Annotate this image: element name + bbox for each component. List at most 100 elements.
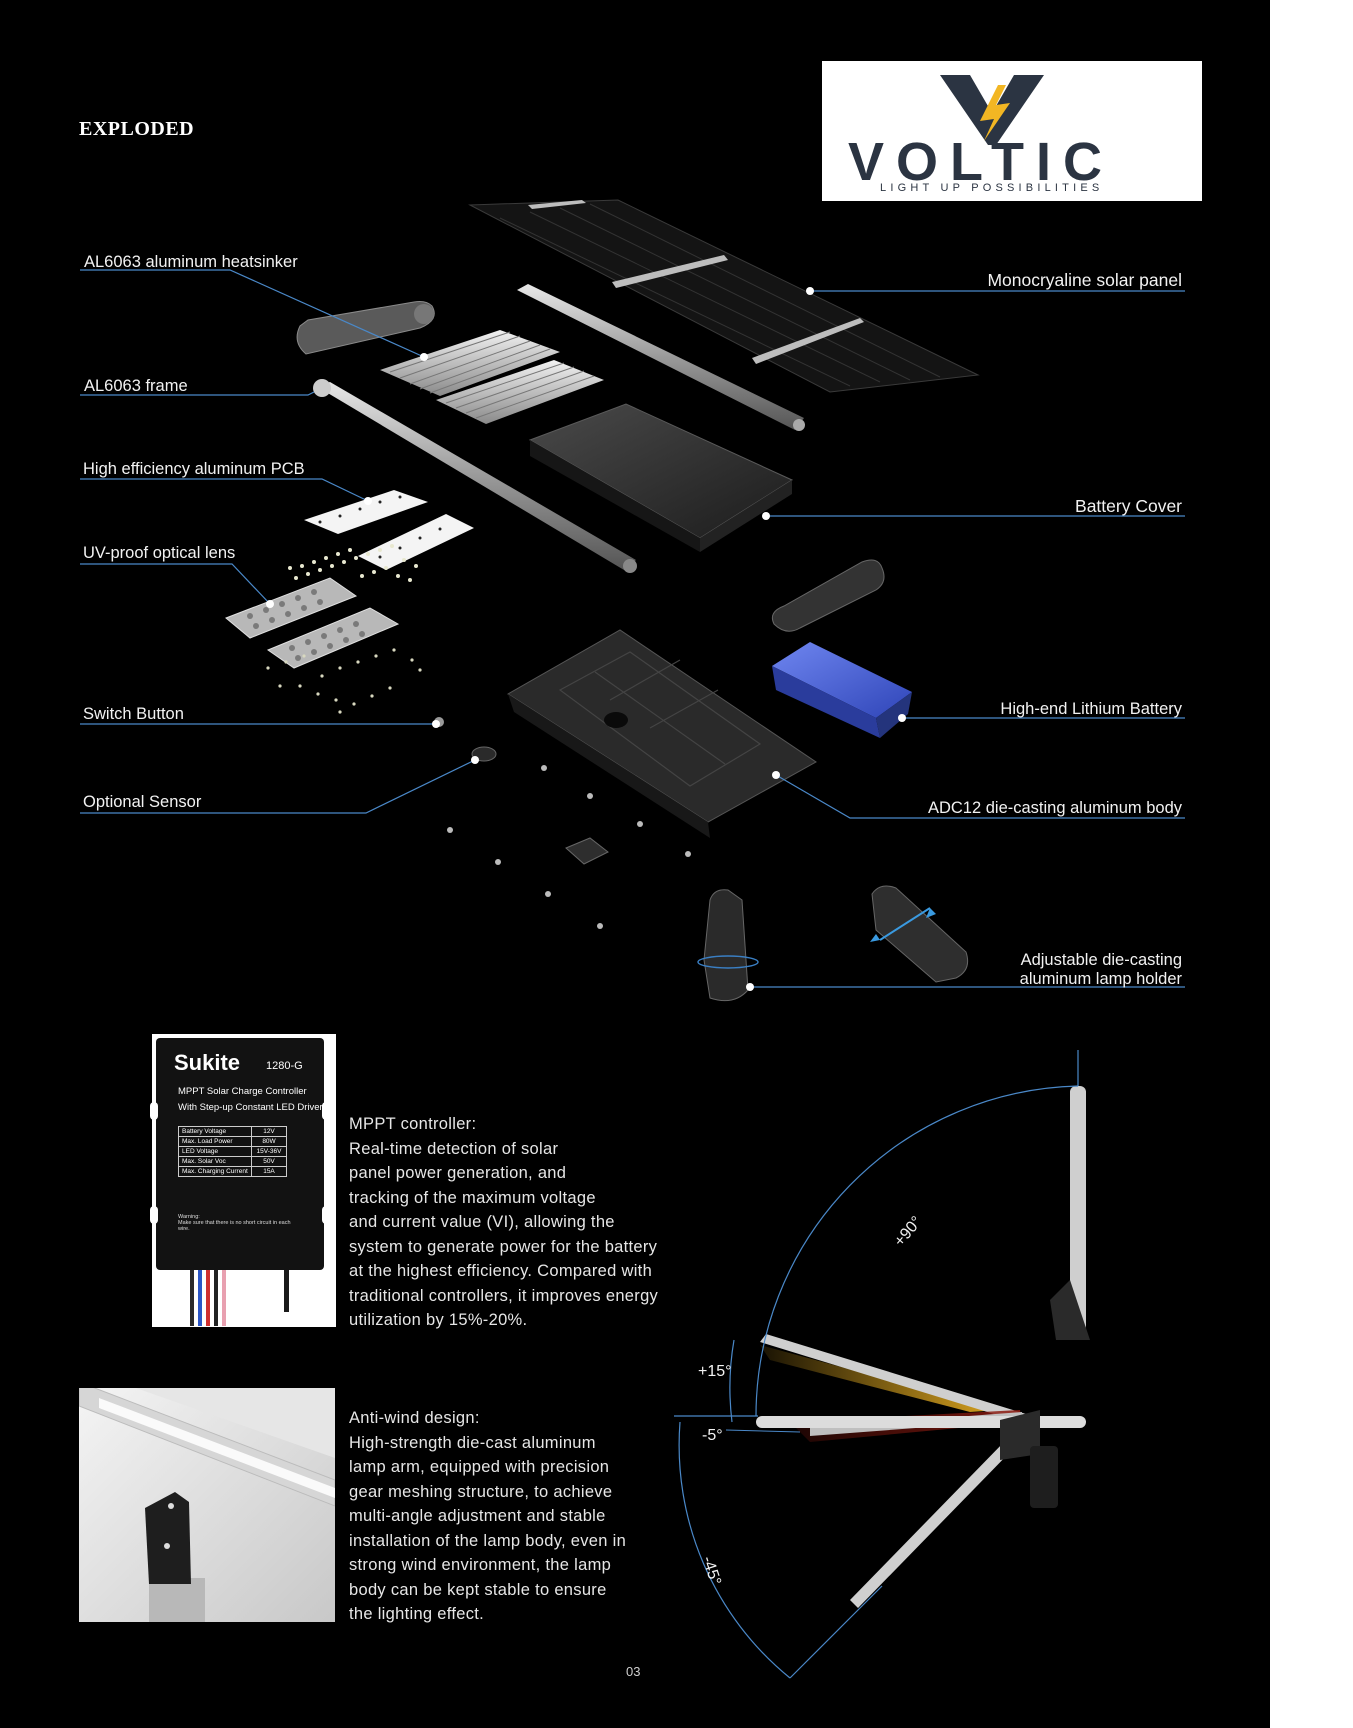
antiwind-description: Anti-wind design: High-strength die-cast…	[349, 1406, 626, 1627]
spec-value: 12V	[251, 1126, 287, 1137]
label-switch: Switch Button	[83, 705, 184, 723]
arc-minus45	[678, 1421, 791, 1679]
antiwind-line: lamp arm, equipped with precision	[349, 1458, 610, 1476]
wire	[214, 1270, 218, 1326]
mppt-title: MPPT controller:	[349, 1115, 477, 1133]
spec-name: LED Voltage	[178, 1146, 252, 1157]
angle-plus15: +15°	[698, 1363, 732, 1380]
spec-name: Max. Charging Current	[178, 1166, 252, 1177]
mppt-line: and current value (VI), allowing the	[349, 1213, 615, 1231]
page-number: 03	[626, 1664, 641, 1679]
mppt-line: utilization by 15%-20%.	[349, 1311, 528, 1329]
angle-diagram	[674, 1050, 1090, 1679]
leader-lines	[80, 269, 1185, 988]
section-heading: EXPLODED	[79, 118, 195, 140]
antiwind-line: body can be kept stable to ensure	[349, 1580, 607, 1599]
battery-cover	[528, 403, 794, 552]
warning-text: Make sure that there is no short circuit…	[178, 1220, 291, 1232]
antiwind-line: multi-angle adjustment and stable	[349, 1507, 606, 1525]
wire	[198, 1270, 202, 1326]
voltic-logo: VOLTIC LIGHT UP POSSIBILITIES	[822, 61, 1202, 201]
spec-value: 15A	[251, 1166, 287, 1177]
pcb-boards	[304, 490, 474, 570]
controller-case: Sukite 1280-G MPPT Solar Charge Controll…	[150, 1038, 330, 1270]
mount-hole	[322, 1102, 330, 1120]
label-holder-line1: Adjustable die-casting	[1020, 951, 1182, 969]
antiwind-line: installation of the lamp body, even in	[349, 1531, 627, 1550]
wire	[206, 1270, 210, 1326]
antiwind-line: gear meshing structure, to achieve	[349, 1482, 613, 1501]
leader-dots	[266, 287, 906, 991]
arc-plus90	[755, 1085, 1079, 1417]
logo-tagline: LIGHT UP POSSIBILITIES	[880, 182, 1104, 194]
logo-wordmark: VOLTIC	[848, 132, 1114, 192]
label-battery: High-end Lithium Battery	[1000, 700, 1182, 718]
connector-block	[565, 837, 609, 865]
controller-title-2: With Step-up Constant LED Driver	[178, 1102, 323, 1113]
pole-holder	[1030, 1446, 1058, 1508]
holder-handle	[771, 559, 885, 632]
warning-title: Warning:	[178, 1214, 200, 1220]
label-holder: Adjustable die-casting aluminum lamp hol…	[1020, 951, 1182, 989]
mount-hole	[150, 1206, 158, 1224]
spec-name: Max. Solar Voc	[178, 1156, 252, 1167]
label-body: ADC12 die-casting aluminum body	[927, 799, 1182, 817]
spec-value: 15V-36V	[251, 1146, 287, 1157]
antiwind-line: the lighting effect.	[349, 1605, 485, 1623]
wire	[190, 1270, 194, 1326]
mount-hole	[322, 1206, 330, 1224]
lens-screws	[266, 648, 422, 714]
lithium-battery	[772, 642, 912, 738]
mppt-line: tracking of the maximum voltage	[349, 1188, 596, 1207]
controller-warning: Warning: Make sure that there is no shor…	[178, 1214, 298, 1232]
antiwind-line: strong wind environment, the lamp	[349, 1556, 612, 1574]
mppt-description: MPPT controller: Real-time detection of …	[349, 1112, 658, 1333]
lamp-vertical	[1070, 1086, 1086, 1332]
brochure-page: EXPLODED VOLTIC LIGHT UP POSSIBILITIES	[0, 0, 1270, 1728]
voltic-logo-mark	[940, 75, 1044, 145]
mppt-line: system to generate power for the battery	[349, 1237, 658, 1256]
spec-name: Max. Load Power	[178, 1136, 252, 1147]
lamp-arm-illustration	[79, 1388, 335, 1622]
antiwind-title: Anti-wind design:	[349, 1409, 480, 1427]
antiwind-photo	[79, 1388, 335, 1622]
led-dots	[288, 544, 418, 582]
label-holder-line2: aluminum lamp holder	[1019, 970, 1182, 988]
angle-minus5: -5°	[702, 1427, 723, 1444]
spec-value: 80W	[251, 1136, 287, 1147]
exploded-diagram	[80, 199, 1185, 1002]
label-pcb: High efficiency aluminum PCB	[83, 460, 305, 478]
mppt-line: Real-time detection of solar	[349, 1139, 559, 1158]
solar-panel	[468, 199, 980, 393]
controller-brand: Sukite	[174, 1050, 241, 1075]
controller-model: 1280-G	[266, 1060, 303, 1072]
heatsinker-fins	[380, 330, 604, 424]
lamp-plus15	[760, 1334, 1026, 1422]
wire	[222, 1270, 226, 1326]
switch-sensor-parts	[434, 717, 497, 762]
antiwind-line: High-strength die-cast aluminum	[349, 1433, 596, 1452]
label-sensor: Optional Sensor	[83, 793, 202, 811]
label-battery-cover: Battery Cover	[1075, 496, 1182, 516]
label-frame: AL6063 frame	[84, 377, 188, 395]
optical-lenses	[225, 577, 400, 669]
controller-photo: Sukite 1280-G MPPT Solar Charge Controll…	[150, 1034, 336, 1327]
diecast-body	[507, 629, 817, 838]
spec-value: 50V	[251, 1156, 287, 1167]
loose-screws	[447, 765, 691, 929]
frame-tube	[313, 379, 637, 573]
mppt-line: traditional controllers, it improves ene…	[349, 1286, 659, 1305]
wire	[284, 1270, 289, 1312]
mppt-line: panel power generation, and	[349, 1164, 567, 1182]
label-solar-panel: Monocryaline solar panel	[987, 270, 1182, 290]
label-heatsinker: AL6063 aluminum heatsinker	[84, 253, 298, 271]
controller-title-1: MPPT Solar Charge Controller	[178, 1086, 307, 1097]
lamp-holder-right	[870, 885, 969, 983]
side-rail	[517, 284, 805, 431]
